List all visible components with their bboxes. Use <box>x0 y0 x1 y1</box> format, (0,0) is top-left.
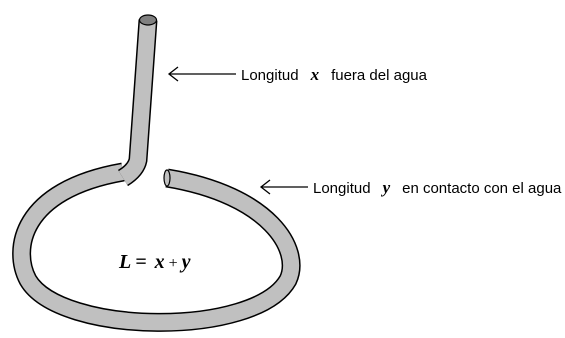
label-length-x: Longitud x fuera del agua <box>241 65 428 84</box>
stem-top-cap <box>138 14 158 26</box>
label-length-y: Longitud y en contacto con el agua <box>313 178 562 197</box>
formula-total-length: L = x + y <box>118 251 191 273</box>
arrow-to-stem <box>167 66 236 82</box>
ring-tube <box>13 164 300 331</box>
ring-end-cap <box>163 169 171 187</box>
arrow-to-ring <box>259 179 308 195</box>
stem-tube <box>118 19 156 185</box>
